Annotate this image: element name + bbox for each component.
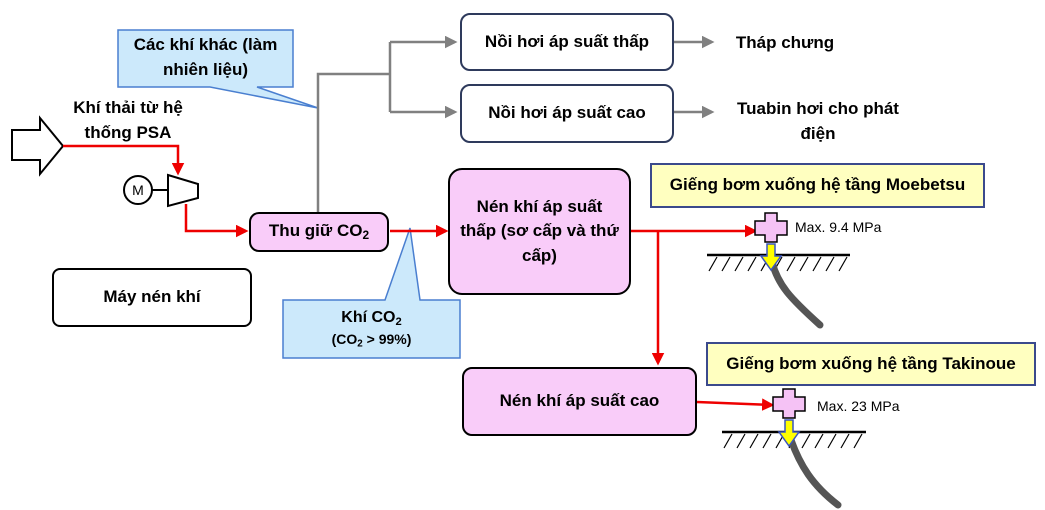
compressor-label-box: Máy nén khí: [52, 268, 252, 327]
high-pressure-compression-box: Nén khí áp suất cao: [462, 367, 697, 436]
high-pressure-compression-label: Nén khí áp suất cao: [499, 391, 660, 411]
moebetsu-wellhead: [754, 212, 788, 243]
distillation-tower-label: Tháp chưng: [735, 33, 835, 52]
compressor-symbol: [167, 173, 199, 208]
low-pressure-boiler-label: Nồi hơi áp suất thấp: [484, 31, 650, 51]
motor-letter: M: [132, 182, 144, 198]
co2-capture-box: Thu giữ CO2: [249, 212, 389, 252]
other-gases-callout-shape: [117, 29, 319, 109]
moebetsu-pressure-label: Max. 9.4 MPa: [795, 219, 882, 235]
moebetsu-well-label-box: Giếng bơm xuống hệ tầng Moebetsu: [650, 163, 985, 208]
input-hollow-arrow: [11, 115, 65, 177]
exhaust-source-label: Khí thải từ hệ thống PSA: [73, 98, 183, 142]
high-pressure-boiler-label: Nồi hơi áp suất cao: [488, 103, 646, 123]
takinoue-injection-arrow: [777, 419, 801, 448]
takinoue-well-label: Giếng bơm xuống hệ tầng Takinoue: [726, 353, 1016, 373]
takinoue-pressure-label: Max. 23 MPa: [817, 398, 900, 414]
flow-exhaust-to-compressor: [63, 144, 185, 176]
takinoue-wellhead: [772, 388, 806, 419]
takinoue-well-graphic: [722, 388, 866, 509]
gas-line-trunk: [316, 72, 390, 212]
moebetsu-well-label: Giếng bơm xuống hệ tầng Moebetsu: [669, 175, 966, 195]
steam-turbine-label: Tuabin hơi cho phát điện: [737, 99, 899, 143]
other-gases-callout-label: Các khí khác (làm nhiên liệu): [133, 35, 278, 79]
high-pressure-boiler-box: Nồi hơi áp suất cao: [460, 84, 674, 143]
takinoue-well-label-box: Giếng bơm xuống hệ tầng Takinoue: [706, 342, 1036, 386]
low-pressure-compression-box: Nén khí áp suất thấp (sơ cấp và thứ cấp): [448, 168, 631, 295]
flow-compressor-to-capture: [184, 204, 249, 238]
moebetsu-well-graphic: [707, 212, 850, 329]
co2-gas-callout-label: Khí CO2 (CO2 > 99%): [331, 309, 412, 350]
co2-capture-label: Thu giữ CO2: [268, 221, 370, 243]
flow-to-takinoue: [696, 398, 775, 411]
low-pressure-compression-label: Nén khí áp suất thấp (sơ cấp và thứ cấp): [460, 196, 619, 265]
moebetsu-injection-arrow: [759, 243, 783, 272]
gas-line-to-low-boiler: [388, 42, 455, 112]
low-pressure-boiler-box: Nồi hơi áp suất thấp: [460, 13, 674, 71]
co2-gas-callout-shape: [282, 227, 461, 359]
compressor-label: Máy nén khí: [103, 287, 201, 307]
